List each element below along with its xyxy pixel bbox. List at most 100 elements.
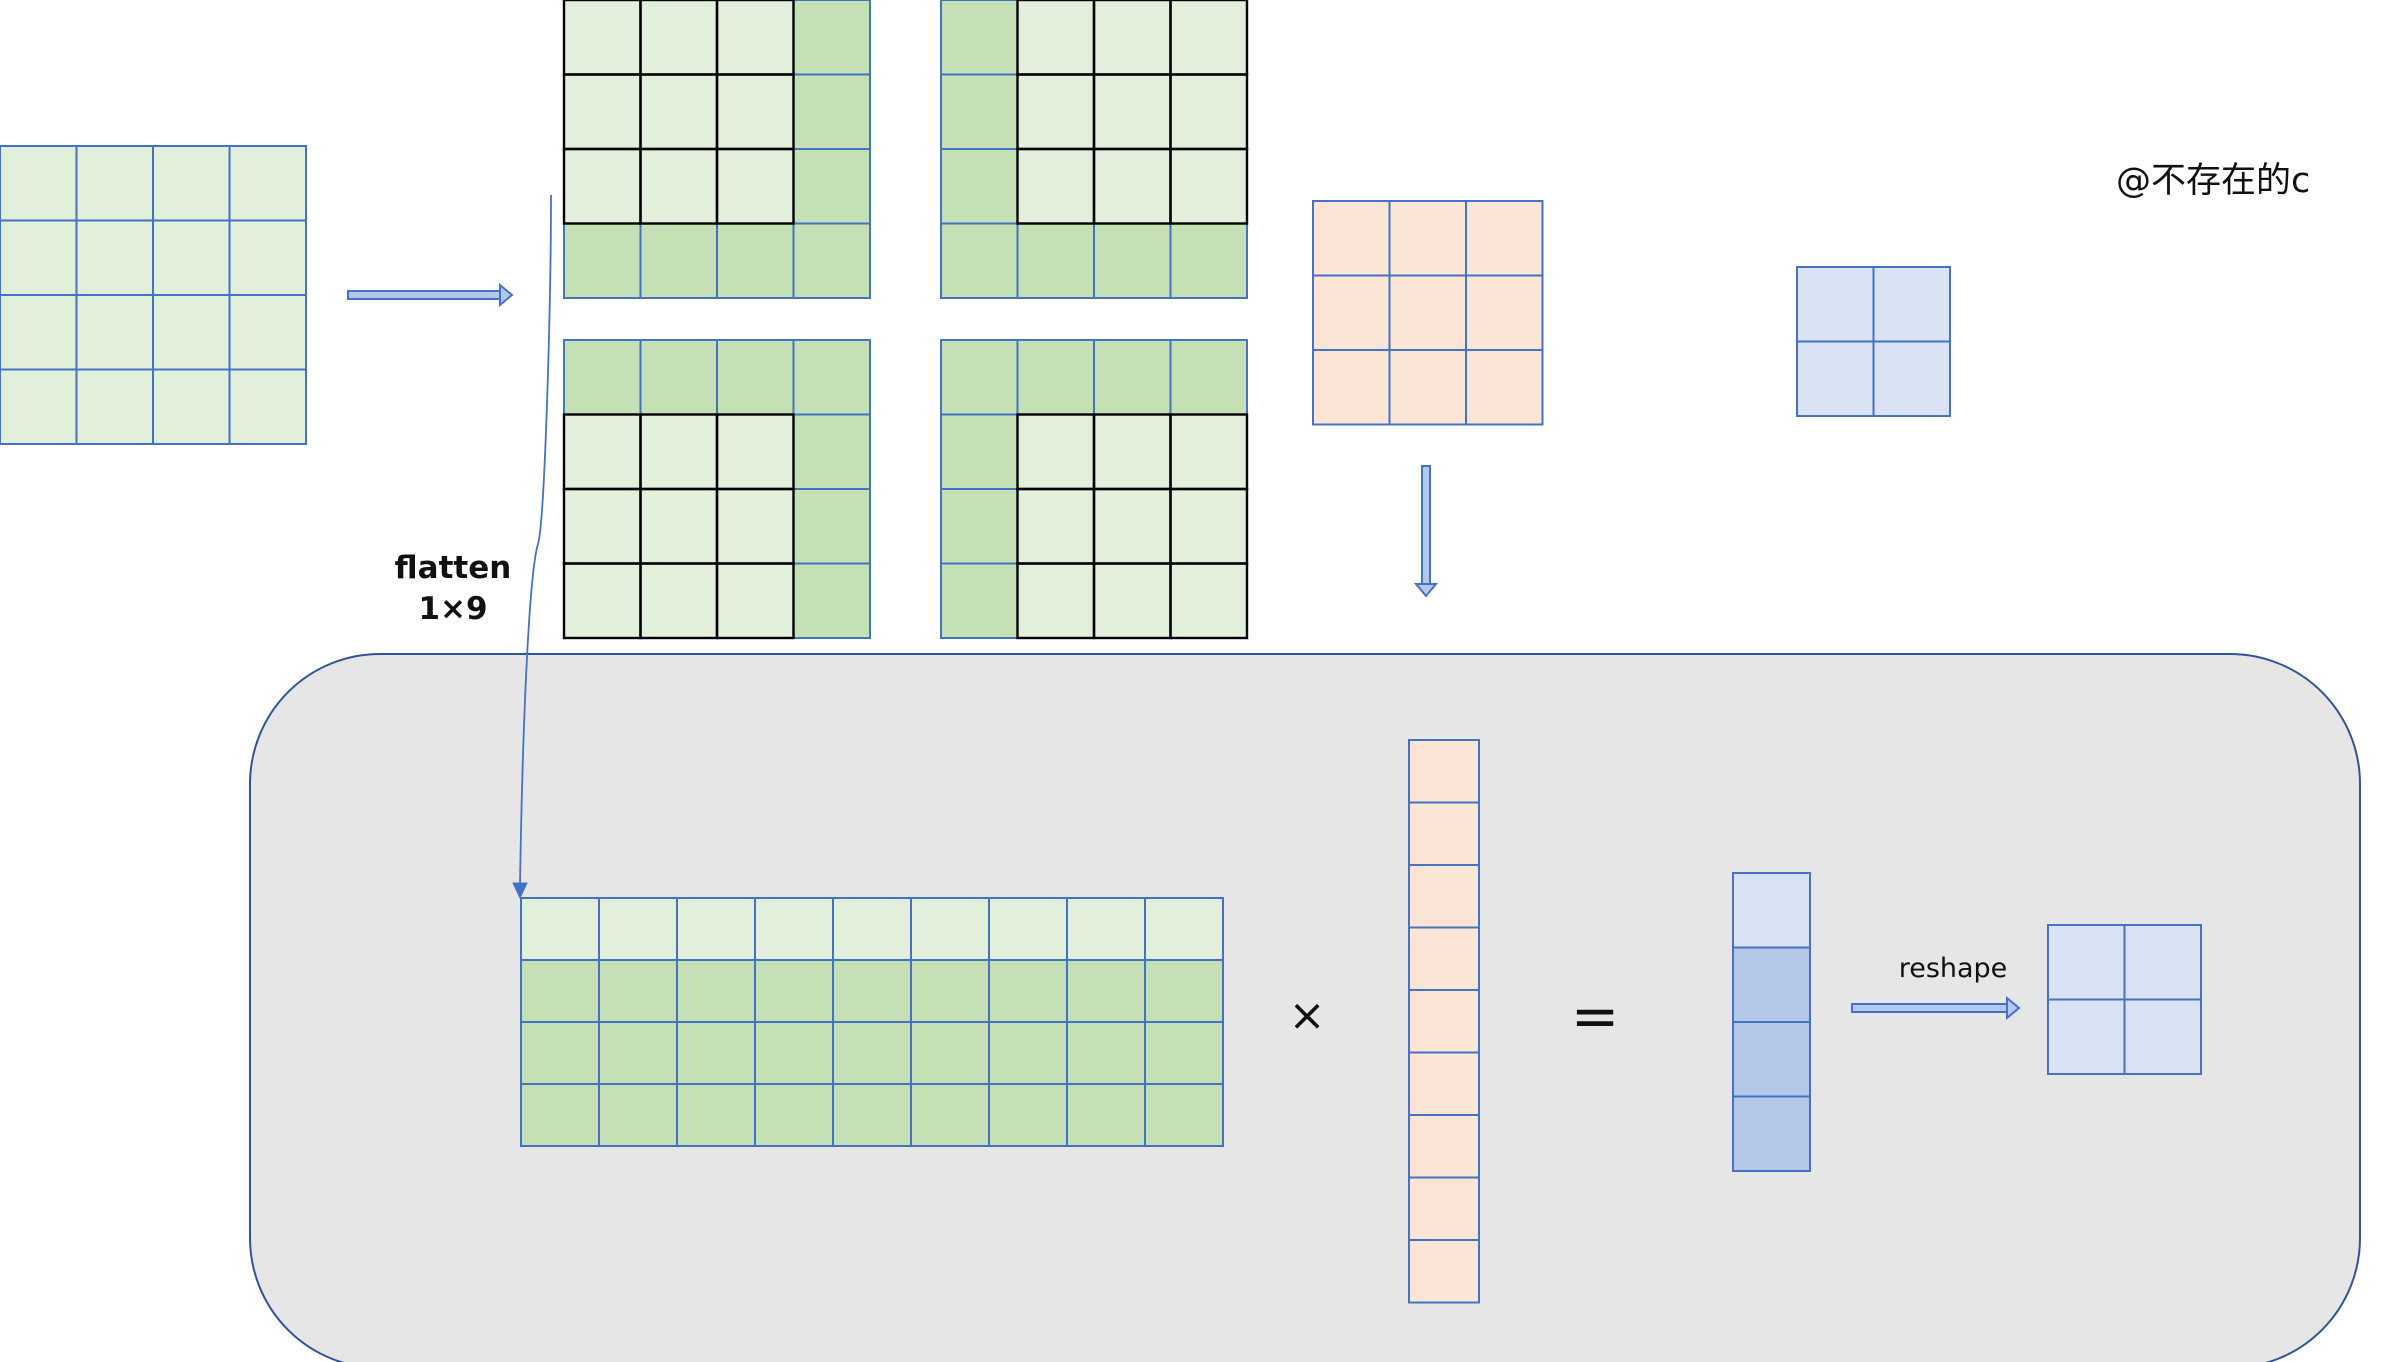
unrolled-cell-3-5 bbox=[910, 1083, 990, 1147]
result-column-cell-2-0 bbox=[1732, 1021, 1811, 1098]
window-4-cell-1-0 bbox=[940, 413, 1019, 490]
window-4-cell-1-2 bbox=[1093, 413, 1172, 490]
result-column-4x1 bbox=[1732, 872, 1811, 1172]
kernel-cell-2-0 bbox=[1312, 349, 1391, 426]
output-matrix-2x2-top bbox=[1796, 266, 1951, 417]
window-1-cell-0-2 bbox=[716, 0, 795, 76]
window-2-cell-3-0 bbox=[940, 222, 1019, 299]
window-3-cell-1-1 bbox=[639, 413, 718, 490]
kernel-column-cell-3-0 bbox=[1408, 926, 1480, 991]
kernel-cell-2-2 bbox=[1465, 349, 1544, 426]
unrolled-cell-2-3 bbox=[754, 1021, 834, 1085]
unrolled-cell-1-3 bbox=[754, 959, 834, 1023]
flatten-arrow-head bbox=[512, 882, 528, 900]
window-1-cell-3-0 bbox=[563, 222, 642, 299]
window-3-cell-2-3 bbox=[792, 488, 871, 565]
flatten-arrow-icon bbox=[512, 194, 552, 900]
output-bottom-cell-0-1 bbox=[2123, 924, 2202, 1001]
window-1-cell-0-3 bbox=[792, 0, 871, 76]
input-cell-0-2 bbox=[152, 145, 231, 222]
output-top-cell-0-0 bbox=[1796, 266, 1875, 343]
window-2-cell-0-0 bbox=[940, 0, 1019, 76]
kernel-column-cell-6-0 bbox=[1408, 1114, 1480, 1179]
window-3-cell-0-0 bbox=[563, 339, 642, 416]
kernel-column-cell-8-0 bbox=[1408, 1239, 1480, 1304]
window-4-cell-2-3 bbox=[1169, 488, 1248, 565]
unrolled-cell-3-7 bbox=[1066, 1083, 1146, 1147]
result-column-cell-0-0 bbox=[1732, 872, 1811, 949]
unrolled-cell-1-4 bbox=[832, 959, 912, 1023]
unrolled-cell-2-0 bbox=[520, 1021, 600, 1085]
unrolled-cell-1-7 bbox=[1066, 959, 1146, 1023]
arrow-shaft bbox=[347, 290, 501, 300]
unrolled-cell-0-8 bbox=[1144, 897, 1224, 961]
unrolled-cell-3-8 bbox=[1144, 1083, 1224, 1147]
window-1-cell-1-0 bbox=[563, 73, 642, 150]
window-2-kernel-cell-2-2 bbox=[1169, 147, 1249, 225]
window-4-cell-0-1 bbox=[1016, 339, 1095, 416]
unrolled-cell-0-7 bbox=[1066, 897, 1146, 961]
unrolled-cell-0-3 bbox=[754, 897, 834, 961]
window-1-cell-1-2 bbox=[716, 73, 795, 150]
unrolled-cell-3-1 bbox=[598, 1083, 678, 1147]
window-1-cell-2-3 bbox=[792, 148, 871, 225]
window-4 bbox=[940, 339, 1249, 640]
window-4-cell-3-1 bbox=[1016, 562, 1095, 639]
unrolled-cell-1-6 bbox=[988, 959, 1068, 1023]
window-3 bbox=[562, 339, 871, 640]
window-1-cell-1-3 bbox=[792, 73, 871, 150]
unrolled-cell-2-8 bbox=[1144, 1021, 1224, 1085]
window-1-cell-3-3 bbox=[792, 222, 871, 299]
window-2-cell-1-0 bbox=[940, 73, 1019, 150]
window-1-cell-1-1 bbox=[639, 73, 718, 150]
unrolled-cell-2-7 bbox=[1066, 1021, 1146, 1085]
arrow-head bbox=[1413, 583, 1439, 598]
unrolled-cell-1-1 bbox=[598, 959, 678, 1023]
unrolled-cell-2-6 bbox=[988, 1021, 1068, 1085]
window-1-cell-0-0 bbox=[563, 0, 642, 76]
arrow-head bbox=[2006, 995, 2021, 1021]
window-1 bbox=[562, 0, 871, 299]
window-2 bbox=[940, 0, 1249, 299]
input-cell-0-1 bbox=[75, 145, 154, 222]
window-3-cell-2-1 bbox=[639, 488, 718, 565]
unrolled-cell-2-2 bbox=[676, 1021, 756, 1085]
unrolled-cell-2-5 bbox=[910, 1021, 990, 1085]
window-2-cell-2-1 bbox=[1016, 148, 1095, 225]
kernel-column-cell-5-0 bbox=[1408, 1051, 1480, 1116]
kernel-cell-0-0 bbox=[1312, 200, 1391, 277]
unrolled-cell-0-5 bbox=[910, 897, 990, 961]
multiply-sign: × bbox=[1288, 990, 1326, 1041]
unrolled-cell-0-2 bbox=[676, 897, 756, 961]
reshape-label: reshape bbox=[1898, 953, 2008, 984]
window-4-cell-2-0 bbox=[940, 488, 1019, 565]
window-4-cell-1-3 bbox=[1169, 413, 1248, 490]
output-bottom-cell-1-1 bbox=[2123, 998, 2202, 1075]
input-cell-2-3 bbox=[228, 294, 307, 371]
window-1-cell-0-1 bbox=[639, 0, 718, 76]
kernel-column-cell-4-0 bbox=[1408, 989, 1480, 1054]
output-top-cell-1-0 bbox=[1796, 340, 1875, 417]
window-4-cell-0-2 bbox=[1093, 339, 1172, 416]
window-1-kernel-cell-2-2 bbox=[715, 147, 795, 225]
arrow-head bbox=[499, 282, 514, 308]
window-3-cell-3-1 bbox=[639, 562, 718, 639]
input-matrix-4x4 bbox=[0, 145, 307, 445]
kernel-column-cell-1-0 bbox=[1408, 801, 1480, 866]
input-cell-1-1 bbox=[75, 219, 154, 296]
window-2-cell-2-3 bbox=[1169, 148, 1248, 225]
unrolled-cell-3-0 bbox=[520, 1083, 600, 1147]
unrolled-cell-3-4 bbox=[832, 1083, 912, 1147]
unrolled-cell-3-2 bbox=[676, 1083, 756, 1147]
window-3-kernel-cell-2-2 bbox=[715, 562, 795, 640]
window-3-cell-0-3 bbox=[792, 339, 871, 416]
unrolled-cell-1-2 bbox=[676, 959, 756, 1023]
window-2-cell-2-2 bbox=[1093, 148, 1172, 225]
window-3-cell-3-0 bbox=[563, 562, 642, 639]
input-cell-2-0 bbox=[0, 294, 78, 371]
input-cell-0-3 bbox=[228, 145, 307, 222]
input-cell-3-1 bbox=[75, 368, 154, 445]
window-3-cell-1-0 bbox=[563, 413, 642, 490]
arrow-shaft bbox=[1421, 465, 1431, 585]
